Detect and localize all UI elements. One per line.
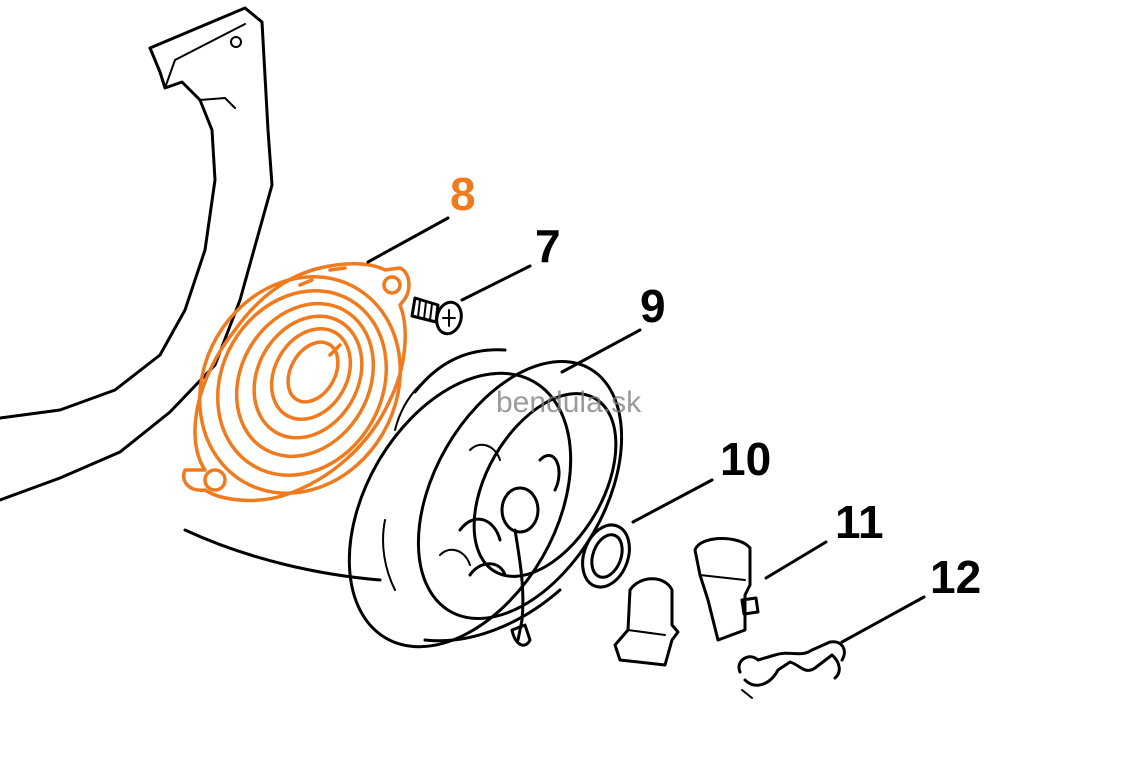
part-label-9: 9	[640, 280, 666, 332]
part-label-10: 10	[720, 433, 771, 485]
washer[interactable]	[574, 518, 637, 593]
rewind-spring-cassette[interactable]	[161, 240, 439, 530]
spring-clip[interactable]	[737, 640, 846, 699]
rope-rotor[interactable]	[304, 326, 664, 685]
spring-coils	[198, 275, 402, 495]
part-labels: 8 7 9 10 11 12	[450, 168, 981, 603]
part-label-11: 11	[835, 496, 884, 548]
part-label-12: 12	[930, 551, 981, 603]
leader-lines	[366, 216, 926, 644]
fan-housing	[0, 6, 382, 582]
pawl-part[interactable]	[693, 537, 760, 642]
pawl[interactable]	[613, 577, 680, 667]
watermark: bendula.sk	[496, 386, 642, 419]
screw[interactable]	[410, 296, 465, 337]
part-label-7: 7	[535, 220, 561, 272]
part-label-8: 8	[450, 168, 476, 220]
